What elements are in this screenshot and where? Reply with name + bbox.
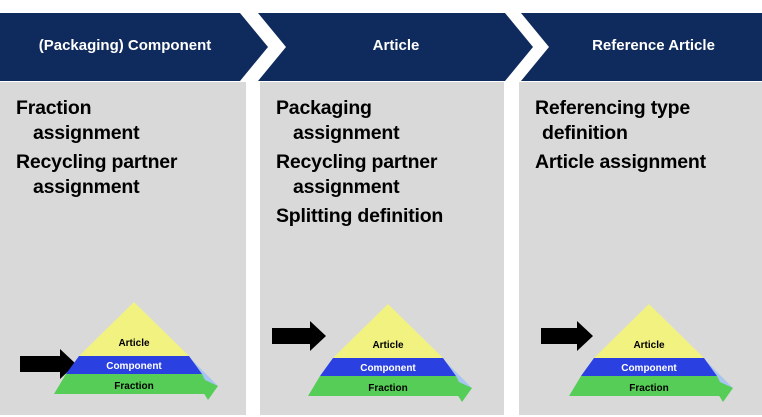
header-label-reference-article: Reference Article — [592, 37, 715, 54]
pyramid-label-article: Article — [372, 340, 404, 351]
pyramid-label-component: Component — [106, 361, 162, 372]
item-article-assignment: Article assignment — [535, 151, 706, 173]
header-chevron-reference-article — [521, 13, 762, 81]
item-recycling-partner-assignment: Recycling partner assignment — [16, 151, 178, 198]
pyramid-layer-fraction — [569, 376, 727, 396]
item-splitting-definition: Splitting definition — [276, 205, 444, 227]
pyramid-layer-article — [79, 302, 189, 356]
pyramid-label-component: Component — [360, 363, 416, 374]
pointer-arrow — [541, 321, 593, 351]
header-chevron-component — [0, 13, 268, 81]
item-packaging-assignment: Packaging assignment — [276, 97, 400, 144]
pyramid-label-component: Component — [621, 363, 677, 374]
pyramid-layer-component — [320, 358, 456, 376]
process-header-band — [0, 13, 762, 81]
pyramid-layer-fraction — [54, 374, 212, 394]
pyramid-layer-article — [333, 304, 443, 358]
pointer-arrow — [272, 321, 326, 351]
item-recycling-partner-assignment: Recycling partner assignment — [276, 151, 438, 198]
pyramid-label-fraction: Fraction — [368, 383, 407, 394]
header-chevron-article — [258, 13, 533, 81]
pyramid-layer-fraction — [308, 376, 466, 396]
panel-component: Fraction assignment Recycling partner as… — [0, 82, 246, 415]
pyramid-layer-article — [594, 304, 704, 358]
pyramid-label-article: Article — [118, 338, 150, 349]
hierarchy-pyramid: Article Component Fraction — [20, 302, 218, 400]
pyramid-layer-component — [581, 358, 717, 376]
header-label-article: Article — [372, 37, 420, 54]
hierarchy-pyramid: Article Component Fraction — [272, 304, 472, 402]
pointer-arrow — [20, 349, 76, 379]
hierarchy-pyramid: Article Component Fraction — [541, 304, 733, 402]
pyramid-layer-component — [66, 356, 202, 374]
item-referencing-type-definition: Referencing type definition — [535, 97, 691, 144]
pyramid-label-article: Article — [633, 340, 665, 351]
panel-reference-article: Referencing type definition Article assi… — [519, 82, 762, 415]
panel-article: Packaging assignment Recycling partner a… — [260, 82, 504, 415]
header-label-component: (Packaging) Component — [38, 37, 212, 54]
pyramid-label-fraction: Fraction — [629, 383, 668, 394]
item-fraction-assignment: Fraction assignment — [16, 97, 140, 144]
pyramid-label-fraction: Fraction — [114, 381, 153, 392]
